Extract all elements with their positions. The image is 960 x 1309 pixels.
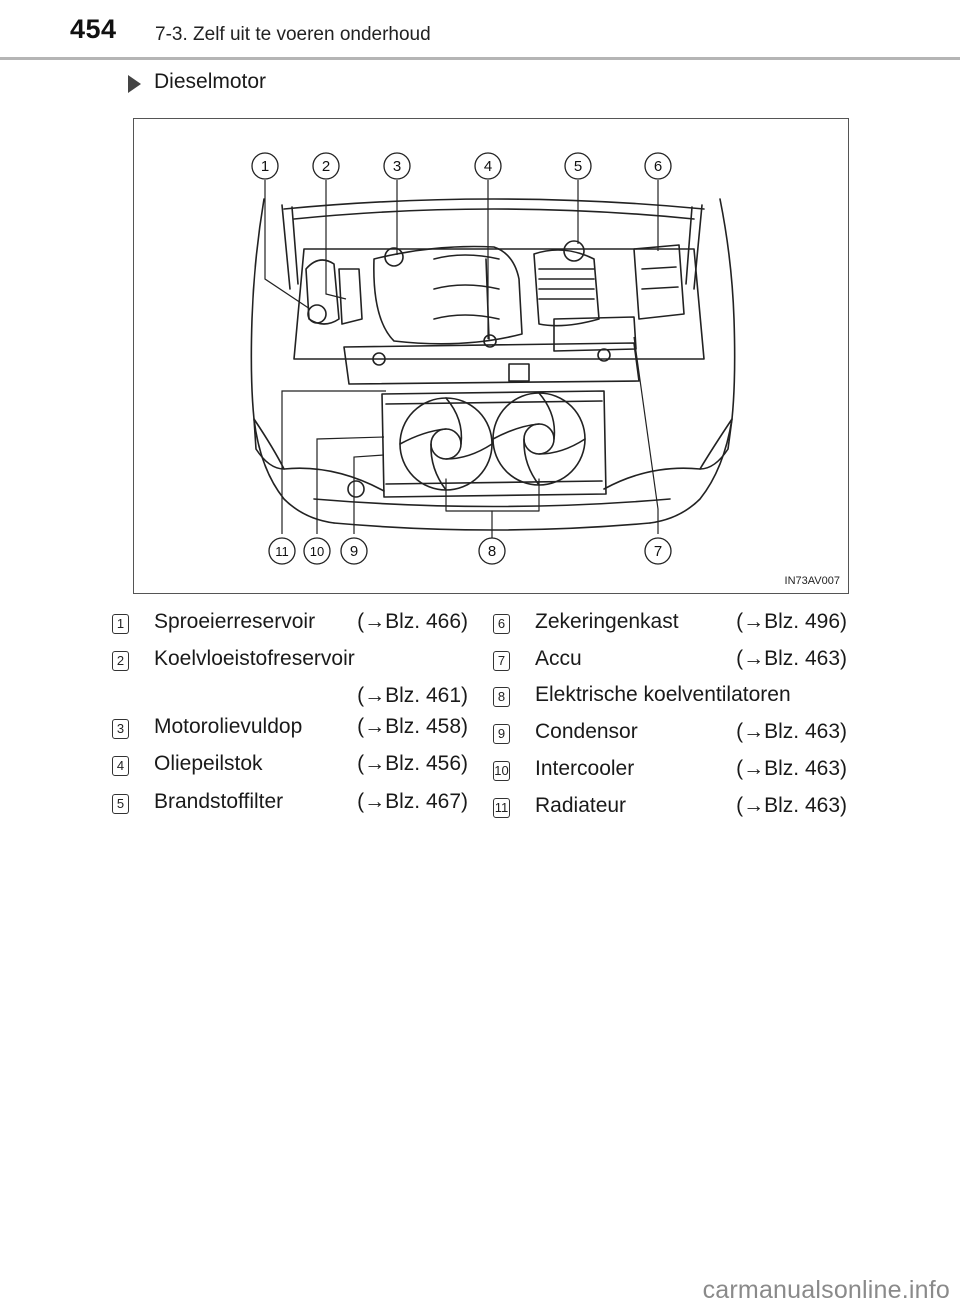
legend-number-badge: 4	[112, 756, 129, 776]
callout-9: 9	[350, 543, 358, 560]
page-header: 454 7-3. Zelf uit te voeren onderhoud	[0, 0, 960, 62]
page-number: 454	[70, 14, 117, 44]
legend-label: Condensor	[535, 720, 638, 743]
legend-label: Oliepeilstok	[154, 752, 263, 775]
legend-number-badge: 7	[493, 651, 510, 671]
legend-page-ref: (→Blz. 496)	[736, 610, 847, 633]
callout-3: 3	[393, 158, 401, 175]
legend-label: Accu	[535, 647, 582, 670]
callout-7: 7	[654, 543, 662, 560]
callout-1: 1	[261, 158, 269, 175]
legend-page-ref: (→Blz. 463)	[736, 647, 847, 670]
legend-label: Elektrische koelventilatoren	[535, 683, 791, 706]
legend-label: Brandstoffilter	[154, 790, 284, 813]
legend-number-badge: 11	[493, 798, 510, 818]
engine-bay-illustration: 1 2 3 4 5 6 7 8 9 10 11 IN73AV007	[133, 118, 849, 594]
callout-4: 4	[484, 158, 492, 175]
legend-label: Intercooler	[535, 757, 635, 780]
callout-10: 10	[310, 544, 324, 559]
callout-6: 6	[654, 158, 662, 175]
legend-label: Sproeierreservoir	[154, 610, 316, 633]
callout-11: 11	[275, 544, 289, 559]
legend-label: Zekeringenkast	[535, 610, 679, 633]
legend-page-ref: (→Blz. 458)	[357, 715, 468, 738]
callout-2: 2	[322, 158, 330, 175]
legend-page-ref: (→Blz. 463)	[736, 757, 847, 780]
legend-number-badge: 10	[493, 761, 510, 781]
legend-number-badge: 1	[112, 614, 129, 634]
legend-label: Koelvloeistofreservoir	[154, 647, 355, 670]
legend-number-badge: 6	[493, 614, 510, 634]
figure-code: IN73AV007	[784, 575, 840, 587]
section-title: 7-3. Zelf uit te voeren onderhoud	[155, 24, 431, 45]
callout-5: 5	[574, 158, 582, 175]
engine-bay-drawing: 1 2 3 4 5 6 7 8 9 10 11	[250, 152, 736, 565]
legend-label: Radiateur	[535, 794, 627, 817]
legend-number-badge: 3	[112, 719, 129, 739]
legend-page-ref: (→Blz. 463)	[736, 720, 847, 743]
legend-page-ref: (→Blz. 456)	[357, 752, 468, 775]
callout-8: 8	[488, 543, 496, 560]
legend-number-badge: 9	[493, 724, 510, 744]
legend-number-badge: 2	[112, 651, 129, 671]
legend-label: Motorolievuldop	[154, 715, 303, 738]
site-watermark: carmanualsonline.info	[702, 1276, 950, 1304]
header-divider	[0, 57, 960, 60]
legend-page-ref: (→Blz. 463)	[736, 794, 847, 817]
legend-page-ref: (→Blz. 467)	[357, 790, 468, 813]
triangle-arrow-right-icon	[128, 75, 141, 93]
legend-number-badge: 5	[112, 794, 129, 814]
legend-number-badge: 8	[493, 687, 510, 707]
legend-page-ref: (→Blz. 466)	[357, 610, 468, 633]
subheading-label: Dieselmotor	[154, 70, 267, 93]
legend-page-ref: (→Blz. 461)	[357, 684, 468, 707]
